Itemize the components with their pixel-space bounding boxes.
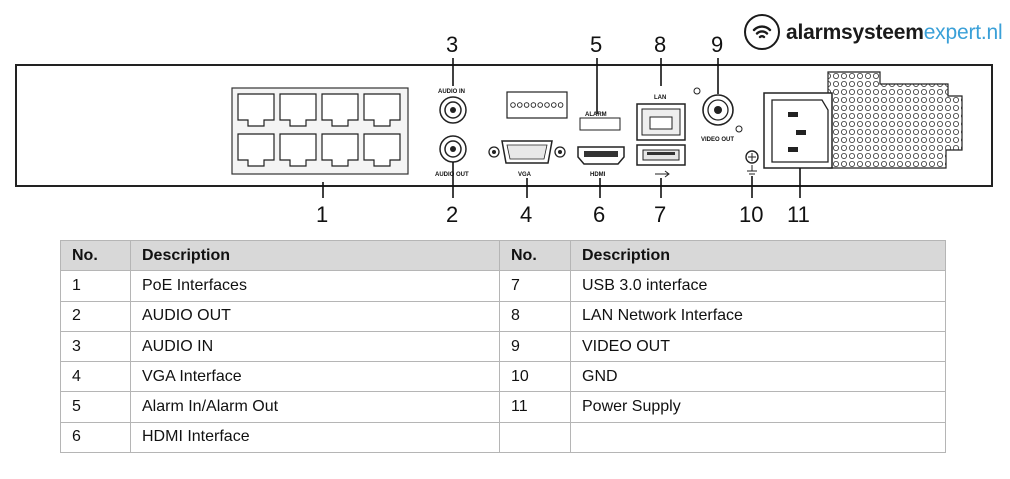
cell-no: 6: [60, 421, 131, 454]
ground-icon: [747, 165, 757, 175]
vga-label: VGA: [518, 172, 532, 178]
signal-wave-icon: [744, 14, 780, 50]
cell-description: GND: [570, 361, 946, 393]
table-header-row: No. Description No. Description: [60, 239, 946, 272]
callout-4: 4: [520, 202, 532, 227]
cell-description: PoE Interfaces: [130, 270, 500, 302]
cell-description: AUDIO IN: [130, 330, 500, 363]
header-description-left: Description: [130, 239, 500, 272]
brand-logo: alarmsysteemexpert.nl: [744, 12, 1003, 52]
cell-description: VIDEO OUT: [570, 330, 946, 363]
cell-description: HDMI Interface: [130, 421, 500, 454]
usb-icon: [655, 170, 670, 178]
alarm-terminal-pin: [523, 102, 530, 108]
cell-no: 7: [499, 270, 571, 302]
cell-no: 9: [499, 330, 571, 363]
alarm-terminal-pin: [517, 102, 523, 108]
video-out-bnc-connector: [693, 87, 743, 133]
callout-9: 9: [711, 32, 723, 57]
cell-description: Power Supply: [570, 391, 946, 423]
cell-no: 3: [60, 330, 131, 363]
audio-in-label: AUDIO IN: [438, 89, 465, 95]
header-no-left: No.: [60, 239, 131, 272]
table-row: 4 VGA Interface 10 GND: [60, 361, 946, 393]
power-supply-module: [763, 71, 963, 169]
lan-label: LAN: [654, 95, 666, 101]
cell-no: 2: [60, 300, 131, 332]
usb-port: [636, 144, 686, 178]
poe-rj45-port: [321, 93, 359, 127]
alarm-terminal-pin: [551, 102, 557, 108]
audio-in-jack: [439, 96, 467, 124]
poe-rj45-port: [363, 133, 401, 167]
cell-description: LAN Network Interface: [570, 300, 946, 332]
brand-wordmark: alarmsysteemexpert.nl: [786, 20, 1003, 44]
audio-out-label: AUDIO OUT: [435, 172, 469, 178]
table-row: 1 PoE Interfaces 7 USB 3.0 interface: [60, 270, 946, 302]
interface-description-table: No. Description No. Description 1 PoE In…: [60, 239, 946, 454]
callout-leader-lines: [322, 58, 801, 198]
lan-port: [636, 103, 686, 141]
poe-rj45-port: [321, 133, 359, 167]
poe-rj45-port: [237, 93, 275, 127]
cell-no: 4: [60, 361, 131, 393]
hdmi-port: [577, 146, 625, 165]
poe-rj45-port: [237, 133, 275, 167]
cell-no: 5: [60, 391, 131, 423]
callout-7: 7: [654, 202, 666, 227]
callout-1: 1: [316, 202, 328, 227]
cell-no: 1: [60, 270, 131, 302]
audio-out-jack: [439, 135, 467, 163]
cell-description: VGA Interface: [130, 361, 500, 393]
cell-description: AUDIO OUT: [130, 300, 500, 332]
poe-rj45-port: [279, 93, 317, 127]
callout-6: 6: [593, 202, 605, 227]
callout-8: 8: [654, 32, 666, 57]
hdmi-label: HDMI: [590, 172, 606, 178]
cell-no: 11: [499, 391, 571, 423]
table-row: 5 Alarm In/Alarm Out 11 Power Supply: [60, 391, 946, 423]
brand-name-light: expert.nl: [923, 20, 1003, 44]
callout-10: 10: [739, 202, 763, 227]
cell-no: 8: [499, 300, 571, 332]
gnd-screw: [745, 150, 759, 175]
cell-description: USB 3.0 interface: [570, 270, 946, 302]
header-no-right: No.: [499, 239, 571, 272]
cell-no: 10: [499, 361, 571, 393]
callout-2: 2: [446, 202, 458, 227]
cell-description: Alarm In/Alarm Out: [130, 391, 500, 423]
poe-port-block: [231, 87, 409, 175]
brand-name-bold: alarmsysteem: [786, 20, 924, 44]
alarm-terminal-pin: [557, 102, 564, 108]
alarm-terminal-block: [506, 91, 621, 131]
rear-panel-diagram: AUDIO IN AUDIO OUT ALARM VGA HDMI LAN: [15, 32, 993, 227]
alarm-terminal-pin: [537, 102, 543, 108]
video-out-label: VIDEO OUT: [701, 137, 734, 143]
alarm-terminal-pin: [544, 102, 550, 108]
cell-no: [499, 421, 571, 454]
cell-description: [570, 421, 946, 454]
table-row: 6 HDMI Interface: [60, 421, 946, 454]
alarm-terminal-pin: [530, 102, 537, 108]
table-row: 2 AUDIO OUT 8 LAN Network Interface: [60, 300, 946, 332]
vga-port: [488, 140, 566, 164]
table-row: 3 AUDIO IN 9 VIDEO OUT: [60, 330, 946, 363]
callout-3: 3: [446, 32, 458, 57]
alarm-label: ALARM: [585, 112, 607, 118]
callout-11: 11: [787, 202, 810, 227]
header-description-right: Description: [570, 239, 946, 272]
poe-rj45-port: [363, 93, 401, 127]
alarm-terminal-pin: [510, 102, 516, 108]
callout-5: 5: [590, 32, 602, 57]
poe-rj45-port: [279, 133, 317, 167]
